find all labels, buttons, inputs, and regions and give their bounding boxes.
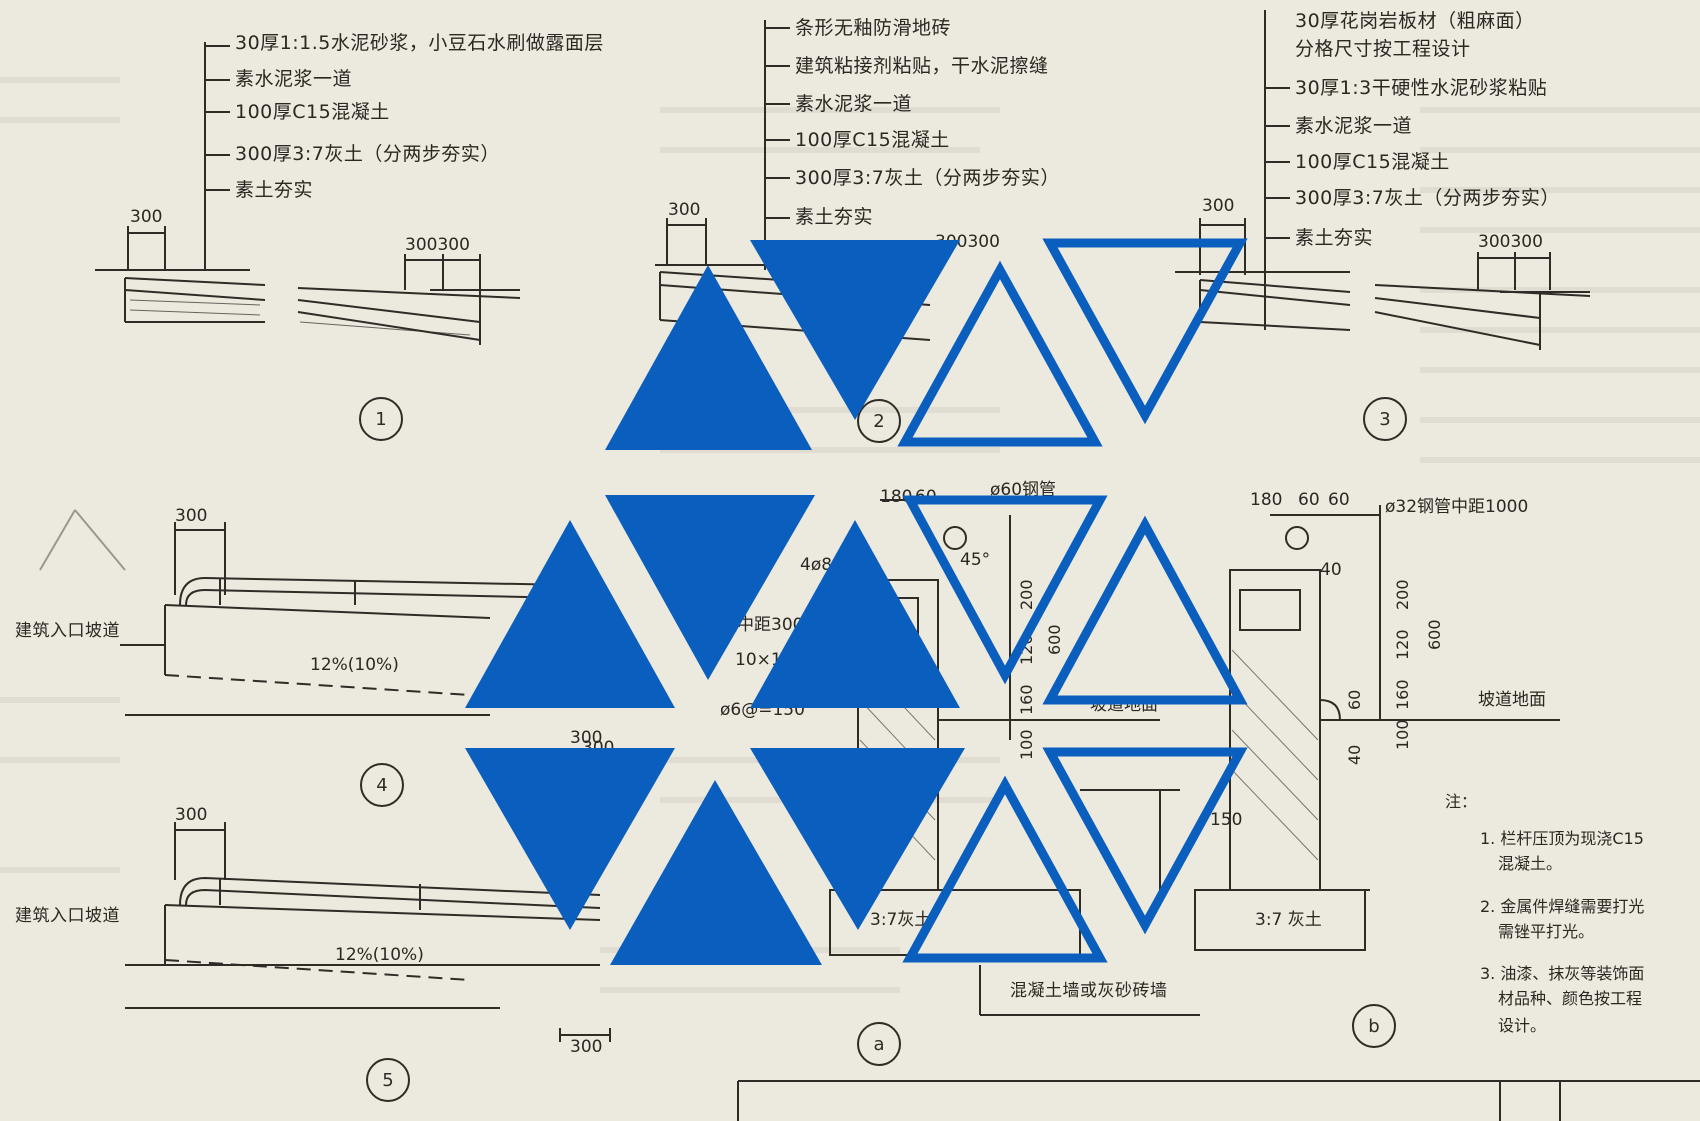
detail-1-marker: 1 xyxy=(359,397,403,441)
detail-a-angle: 45° xyxy=(960,550,991,570)
triangle-watermark-filled-icon xyxy=(750,748,965,930)
detail-a-steel-pipe: ø60钢管 xyxy=(990,480,1057,500)
detail-2-layer-2: 建筑粘接剂粘贴，干水泥擦缝 xyxy=(795,55,1049,77)
triangle-watermark-outline-icon xyxy=(1042,238,1248,425)
detail-b-dim-60a: 60 xyxy=(1298,490,1320,510)
notes-item-3: 3. 油漆、抹灰等装饰面 xyxy=(1480,964,1645,983)
detail-4-slope: 12%(10%) xyxy=(310,655,399,675)
detail-3-layer-1: 30厚花岗岩板材（粗麻面） xyxy=(1295,10,1535,32)
detail-3-layer-5: 100厚C15混凝土 xyxy=(1295,151,1450,173)
detail-3-dim-300: 300 xyxy=(1202,196,1235,216)
detail-3-layer-7: 素土夯实 xyxy=(1295,227,1374,249)
detail-3-layer-4: 素水泥浆一道 xyxy=(1295,115,1413,137)
detail-2-layer-6: 素土夯实 xyxy=(795,206,874,228)
triangle-watermark-filled-icon xyxy=(605,265,812,450)
notes-item-2-cont: 需锉平打光。 xyxy=(1498,922,1595,941)
detail-3-dim-300300: 300300 xyxy=(1478,232,1543,252)
triangle-watermark-filled-icon xyxy=(465,520,675,708)
triangle-watermark-filled-icon xyxy=(750,520,960,708)
detail-1-layer-5: 素土夯实 xyxy=(235,179,314,201)
detail-5-marker: 5 xyxy=(366,1058,410,1102)
detail-4-label: 建筑入口坡道 xyxy=(15,621,120,641)
detail-3-marker: 3 xyxy=(1363,397,1407,441)
detail-2-layer-3: 素水泥浆一道 xyxy=(795,93,913,115)
detail-1-layer-3: 100厚C15混凝土 xyxy=(235,101,390,123)
detail-4-dim-300-top: 300 xyxy=(175,506,208,526)
detail-b-ramp-floor: 坡道地面 xyxy=(1478,690,1546,710)
detail-b-dim-60b: 60 xyxy=(1328,490,1350,510)
detail-2-dim-300: 300 xyxy=(668,200,701,220)
detail-a-wall-note: 混凝土墙或灰砂砖墙 xyxy=(1010,981,1168,1001)
detail-2-layer-4: 100厚C15混凝土 xyxy=(795,129,950,151)
detail-1-dim-300300: 300300 xyxy=(405,235,470,255)
detail-a-rebar: 4ø8 xyxy=(800,555,833,575)
notes-item-3-cont: 材品种、颜色按工程 xyxy=(1498,989,1643,1008)
detail-b-marker: b xyxy=(1352,1004,1396,1048)
triangle-watermark-outline-icon xyxy=(897,260,1103,447)
triangle-watermark-filled-group xyxy=(465,240,965,965)
detail-3-layer-2: 分格尺寸按工程设计 xyxy=(1295,38,1471,60)
detail-1-layer-4: 300厚3:7灰土（分两步夯实） xyxy=(235,143,500,165)
detail-2-layer-5: 300厚3:7灰土（分两步夯实） xyxy=(795,167,1060,189)
detail-1-layer-2: 素水泥浆一道 xyxy=(235,68,353,90)
detail-1-dim-300: 300 xyxy=(130,207,163,227)
detail-b-steel-pipe: ø32钢管中距1000 xyxy=(1385,497,1529,517)
detail-4-dim-300-bottom: 300 xyxy=(570,728,603,748)
detail-1-layer-1: 30厚1:1.5水泥砂浆，小豆石水刷做露面层 xyxy=(235,32,604,54)
triangle-watermark-filled-icon xyxy=(605,495,815,680)
detail-b-dim-150: 150 xyxy=(1210,810,1243,830)
detail-b-dim-40: 40 xyxy=(1320,560,1342,580)
detail-3-layer-6: 300厚3:7灰土（分两步夯实） xyxy=(1295,187,1560,209)
notes-item-2: 2. 金属件焊缝需要打光 xyxy=(1480,897,1645,916)
triangle-watermark-outline-icon xyxy=(1042,515,1248,705)
triangle-watermark-outline-group xyxy=(897,238,1248,963)
detail-4-marker: 4 xyxy=(360,763,404,807)
detail-a-lime-soil: 3:7灰土 xyxy=(870,910,932,930)
detail-b-dim-180: 180 xyxy=(1250,490,1283,510)
detail-a-dim-180: 180 xyxy=(880,487,913,507)
notes-title: 注： xyxy=(1445,792,1478,811)
detail-5-label: 建筑入口坡道 xyxy=(15,906,120,926)
triangle-watermark-outline-icon xyxy=(902,775,1108,963)
triangle-watermark-outline-icon xyxy=(1042,747,1248,935)
notes-item-3-cont2: 设计。 xyxy=(1498,1016,1547,1035)
detail-3-layer-3: 30厚1:3干硬性水泥砂浆粘贴 xyxy=(1295,77,1548,99)
triangle-watermark-outline-icon xyxy=(902,495,1108,685)
detail-5-slope: 12%(10%) xyxy=(335,945,424,965)
triangle-watermark-filled-icon xyxy=(750,240,960,420)
detail-b-lime-soil: 3:7 灰土 xyxy=(1255,910,1322,930)
detail-2-marker: 2 xyxy=(857,399,901,443)
notes-item-1: 1. 栏杆压顶为现浇C15 xyxy=(1480,829,1644,848)
detail-5-dim-300-top: 300 xyxy=(175,805,208,825)
detail-a-marker: a xyxy=(857,1022,901,1066)
triangle-watermark-filled-icon xyxy=(465,748,675,930)
detail-2-layer-1: 条形无釉防滑地砖 xyxy=(795,17,952,39)
triangle-watermark-filled-icon xyxy=(610,780,822,965)
detail-5-dim-300-bottom: 300 xyxy=(570,1037,603,1057)
notes-item-1-cont: 混凝土。 xyxy=(1498,854,1563,873)
